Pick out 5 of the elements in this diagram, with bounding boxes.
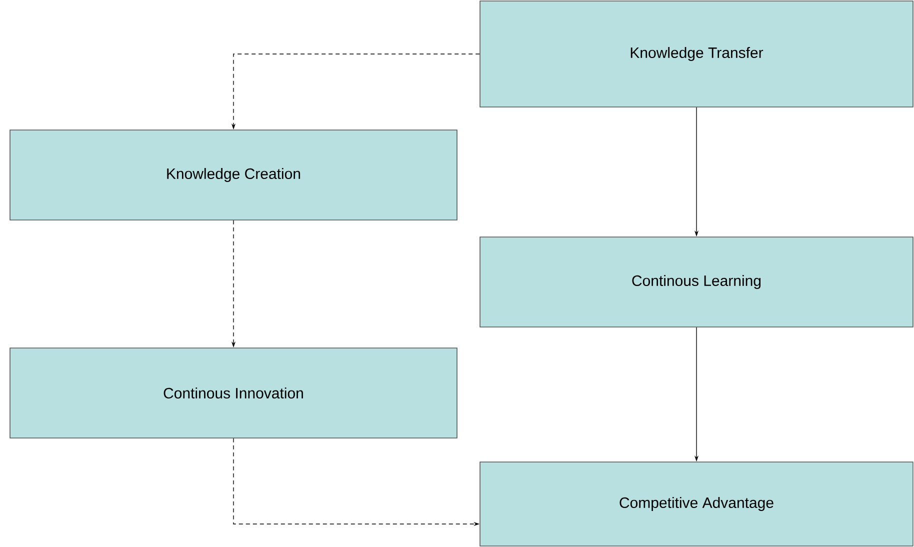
- process-box: Knowledge Transfer: [480, 0, 914, 108]
- process-box: Continous Innovation: [10, 348, 458, 438]
- process-box: Competitive Advantage: [480, 462, 914, 546]
- process-box: Continous Learning: [480, 236, 914, 328]
- process-box: Knowledge Creation: [10, 130, 458, 220]
